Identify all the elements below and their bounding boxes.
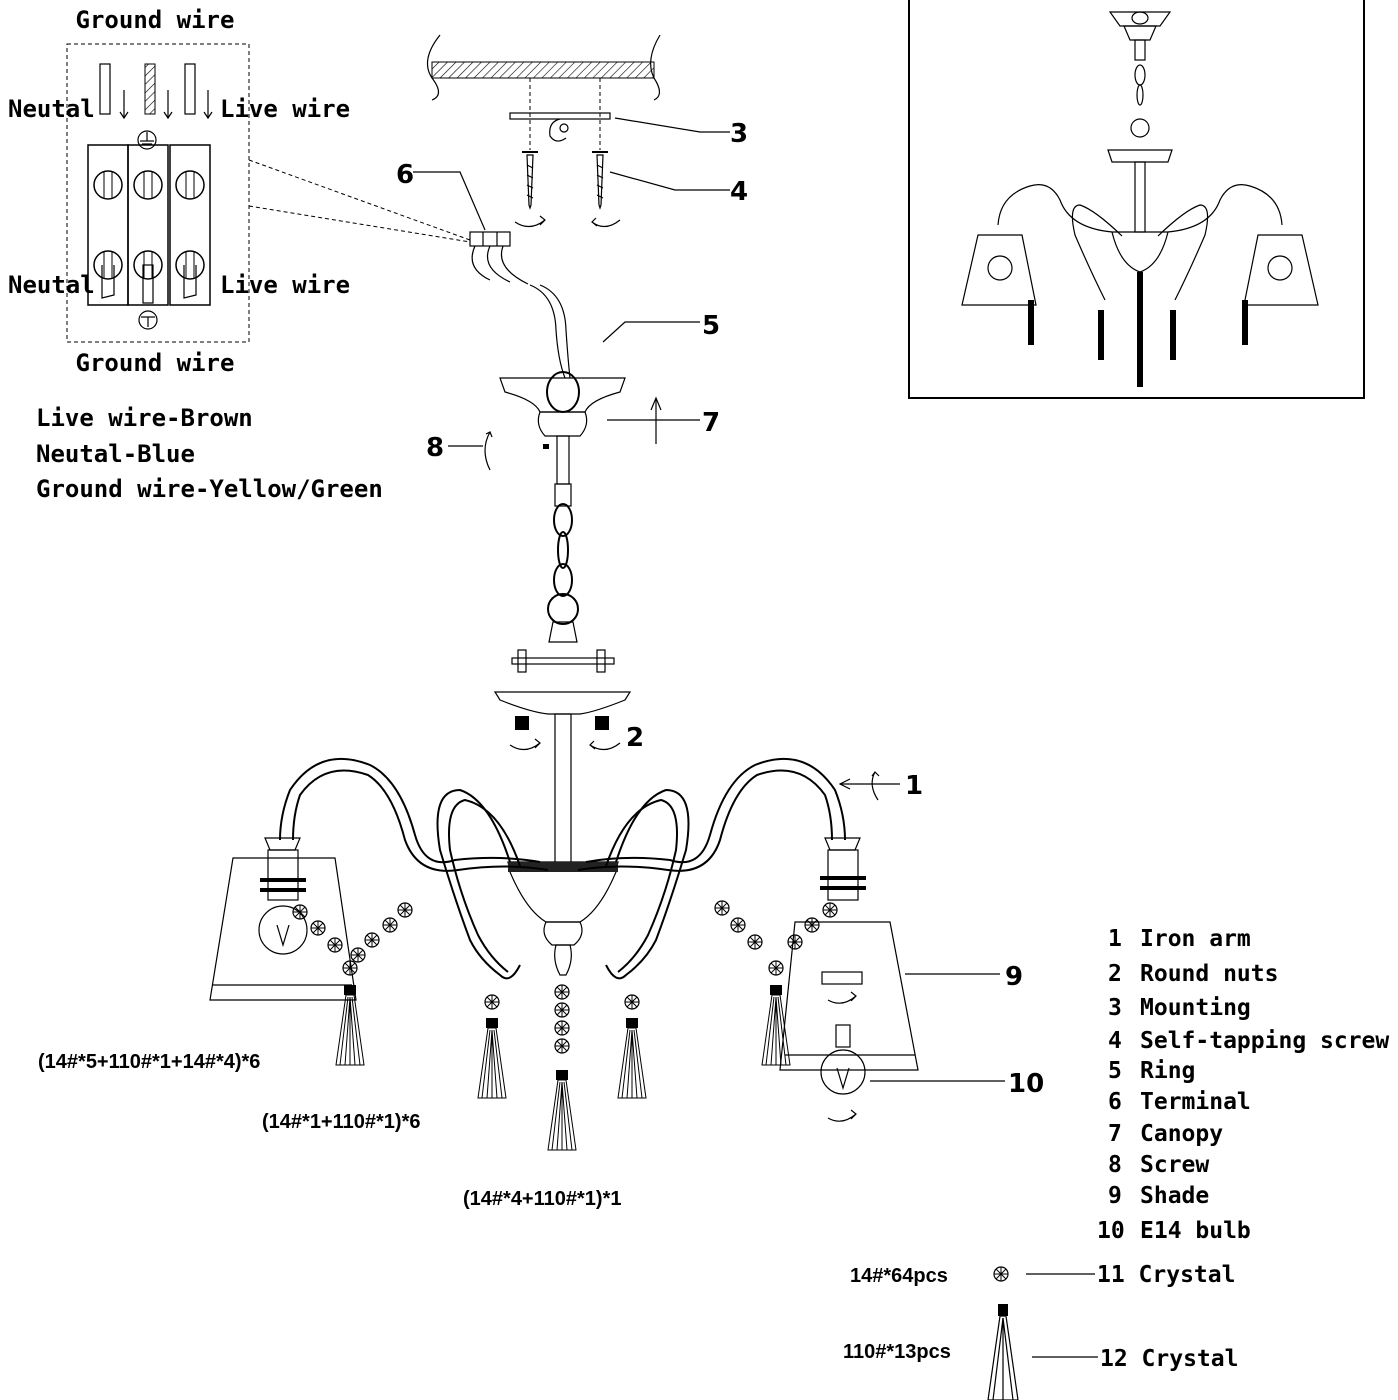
wiring-detail: Ground wire Neutal Live wire Neutal Live… (8, 6, 471, 377)
crystal-12-qty: 110#*13pcs (843, 1341, 951, 1363)
part-7-name: Canopy (1140, 1121, 1223, 1147)
legend-neutral: Neutal-Blue (36, 440, 195, 468)
part-2-name: Round nuts (1140, 961, 1278, 987)
terminal-and-cable: 6 (396, 160, 571, 379)
part-3-name: Mounting (1140, 995, 1251, 1021)
ground-wire-label-top: Ground wire (76, 6, 235, 34)
part-4-name: Self-tapping screw (1140, 1028, 1389, 1054)
callout-5: 5 (702, 311, 720, 341)
part-2-num: 2 (1108, 961, 1122, 987)
live-wire-label-bottom: Live wire (220, 271, 350, 299)
right-shade (779, 921, 919, 1071)
left-shade (209, 857, 357, 1001)
part-6-name: Terminal (1140, 1089, 1251, 1115)
crystal-bead-icon (993, 1266, 1009, 1282)
part-8-num: 8 (1108, 1152, 1122, 1178)
formula-outer: (14#*5+110#*1+14#*4)*6 (38, 1051, 260, 1073)
crystal-legend: 14#*64pcs 11 Crystal 110#*13pcs 12 Cryst… (843, 1262, 1238, 1400)
iron-arms: 1 (279, 757, 923, 980)
neutral-label-bottom: Neutal (8, 271, 95, 299)
callout-10: 10 (1008, 1069, 1044, 1099)
legend-ground: Ground wire-Yellow/Green (36, 475, 383, 503)
part-6-num: 6 (1108, 1089, 1122, 1115)
neutral-label-top: Neutal (8, 95, 95, 123)
part-8-name: Screw (1140, 1152, 1209, 1178)
callout-3: 3 (730, 119, 748, 149)
round-nuts-assembly: 2 (493, 649, 644, 753)
part-1-name: Iron arm (1140, 926, 1251, 952)
chain (547, 483, 579, 643)
terminal-block-ground (127, 144, 169, 306)
right-lamp-assembly: 9 10 (779, 837, 1044, 1122)
ceiling (431, 61, 655, 79)
part-10-name: E14 bulb (1140, 1218, 1251, 1244)
self-tapping-screw-left (514, 151, 546, 228)
ceiling-mount-assembly: 3 4 (426, 34, 748, 228)
wire-color-legend: Live wire-Brown Neutal-Blue Ground wire-… (36, 404, 383, 503)
ground-symbol-top-icon (137, 130, 157, 150)
callout-9: 9 (1005, 962, 1023, 992)
part-5-num: 5 (1108, 1058, 1122, 1084)
part-5-name: Ring (1140, 1058, 1195, 1084)
callout-8: 8 (426, 433, 444, 463)
callout-2: 2 (626, 723, 644, 753)
crystal-11-label: 11 Crystal (1097, 1262, 1235, 1288)
formula-inner: (14#*1+110#*1)*6 (262, 1111, 420, 1133)
callout-7: 7 (702, 408, 720, 438)
part-7-num: 7 (1108, 1121, 1122, 1147)
parts-list: 1 Iron arm 2 Round nuts 3 Mounting 4 Sel… (1097, 926, 1389, 1244)
formula-center: (14#*4+110#*1)*1 (463, 1188, 621, 1210)
callout-6: 6 (396, 160, 414, 190)
callout-1: 1 (905, 771, 923, 801)
left-lamp-assembly (209, 837, 357, 1001)
ground-wire-label-bottom: Ground wire (76, 349, 235, 377)
crystal-tassel-icon (987, 1304, 1019, 1400)
canopy: 5 7 8 (426, 311, 720, 485)
part-10-num: 10 (1097, 1218, 1125, 1244)
part-1-num: 1 (1108, 926, 1122, 952)
callout-4: 4 (730, 177, 748, 207)
crystal-11-qty: 14#*64pcs (850, 1265, 948, 1287)
overview-inset (908, 0, 1365, 399)
self-tapping-screw-right (591, 151, 621, 228)
live-wire-label-top: Live wire (220, 95, 350, 123)
terminal-block-live (169, 144, 211, 306)
mounting-bracket (509, 112, 611, 120)
part-9-num: 9 (1108, 1183, 1122, 1209)
part-4-num: 4 (1108, 1028, 1122, 1054)
part-3-num: 3 (1108, 995, 1122, 1021)
chandelier-body (507, 713, 619, 976)
legend-live: Live wire-Brown (36, 404, 253, 432)
part-9-name: Shade (1140, 1183, 1209, 1209)
ground-symbol-bottom-icon (138, 310, 158, 330)
crystal-12-label: 12 Crystal (1100, 1346, 1238, 1372)
